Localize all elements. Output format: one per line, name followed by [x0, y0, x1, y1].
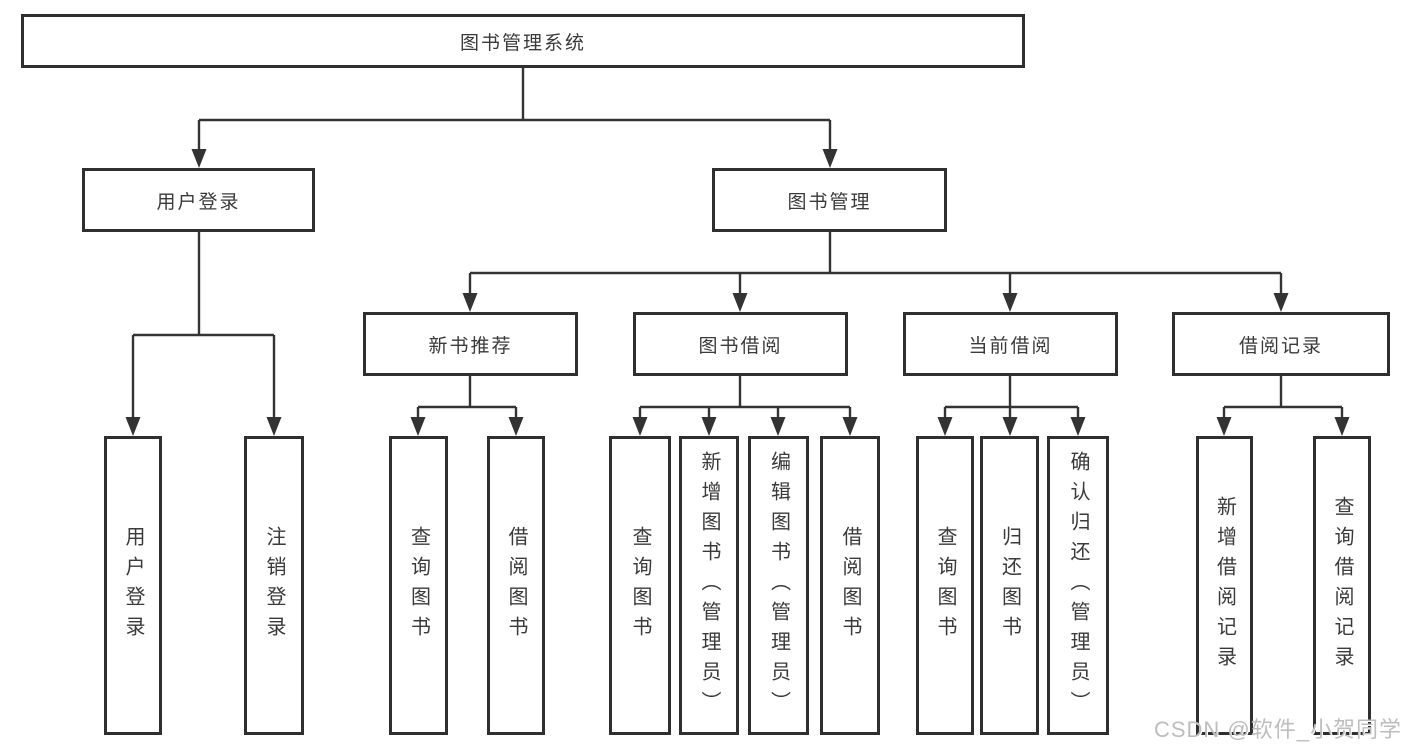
node-leaf-logout: 注销登录	[244, 436, 304, 735]
node-leaf-add-books-admin: 新增图书（管理员）	[679, 436, 739, 735]
node-label: 当前借阅	[968, 335, 1053, 357]
node-leaf-confirm-return-admin: 确认归还（管理员）	[1047, 436, 1109, 735]
node-current-borrow: 当前借阅	[903, 312, 1118, 376]
node-label: 编辑图书（管理员）	[767, 450, 790, 721]
node-label: 借阅图书	[505, 525, 527, 646]
csdn-watermark: CSDN @软件_小贺同学	[1153, 717, 1402, 742]
node-borrow-records: 借阅记录	[1172, 312, 1390, 376]
node-book-management-system: 图书管理系统	[21, 14, 1025, 68]
node-label: 新书推荐	[428, 335, 513, 357]
node-new-book-recommend: 新书推荐	[363, 312, 578, 376]
node-leaf-query-books-recommend: 查询图书	[389, 436, 448, 735]
node-label: 查询图书	[407, 525, 430, 646]
node-leaf-add-borrow-record: 新增借阅记录	[1196, 436, 1253, 735]
node-label: 借阅图书	[839, 525, 861, 646]
node-label: 查询图书	[934, 525, 956, 646]
connector-path	[131, 68, 1344, 420]
node-leaf-user-login: 用户登录	[104, 436, 162, 735]
node-label: 图书借阅	[698, 335, 783, 357]
node-label: 用户登录	[122, 525, 144, 646]
node-label: 用户登录	[156, 191, 241, 213]
node-label: 新增借阅记录	[1213, 495, 1236, 676]
node-leaf-borrow-books-recommend: 借阅图书	[487, 436, 545, 735]
node-label: 归还图书	[998, 525, 1021, 646]
node-leaf-edit-books-admin: 编辑图书（管理员）	[748, 436, 809, 735]
node-leaf-return-books: 归还图书	[980, 436, 1039, 735]
node-label: 确认归还（管理员）	[1067, 450, 1089, 721]
node-label: 图书管理系统	[459, 32, 586, 54]
node-leaf-borrow-books: 借阅图书	[820, 436, 880, 735]
node-label: 查询借阅记录	[1331, 495, 1353, 676]
node-label: 新增图书（管理员）	[698, 450, 720, 721]
node-leaf-query-books-current: 查询图书	[916, 436, 974, 735]
node-leaf-query-borrow-record: 查询借阅记录	[1313, 436, 1371, 735]
node-book-borrow: 图书借阅	[633, 312, 848, 376]
node-leaf-query-books-borrow: 查询图书	[609, 436, 671, 735]
node-label: 注销登录	[263, 525, 285, 646]
node-label: 图书管理	[787, 191, 872, 213]
node-book-management: 图书管理	[712, 168, 947, 232]
node-user-login: 用户登录	[82, 168, 315, 232]
node-label: 借阅记录	[1238, 335, 1323, 357]
node-label: 查询图书	[629, 525, 651, 646]
